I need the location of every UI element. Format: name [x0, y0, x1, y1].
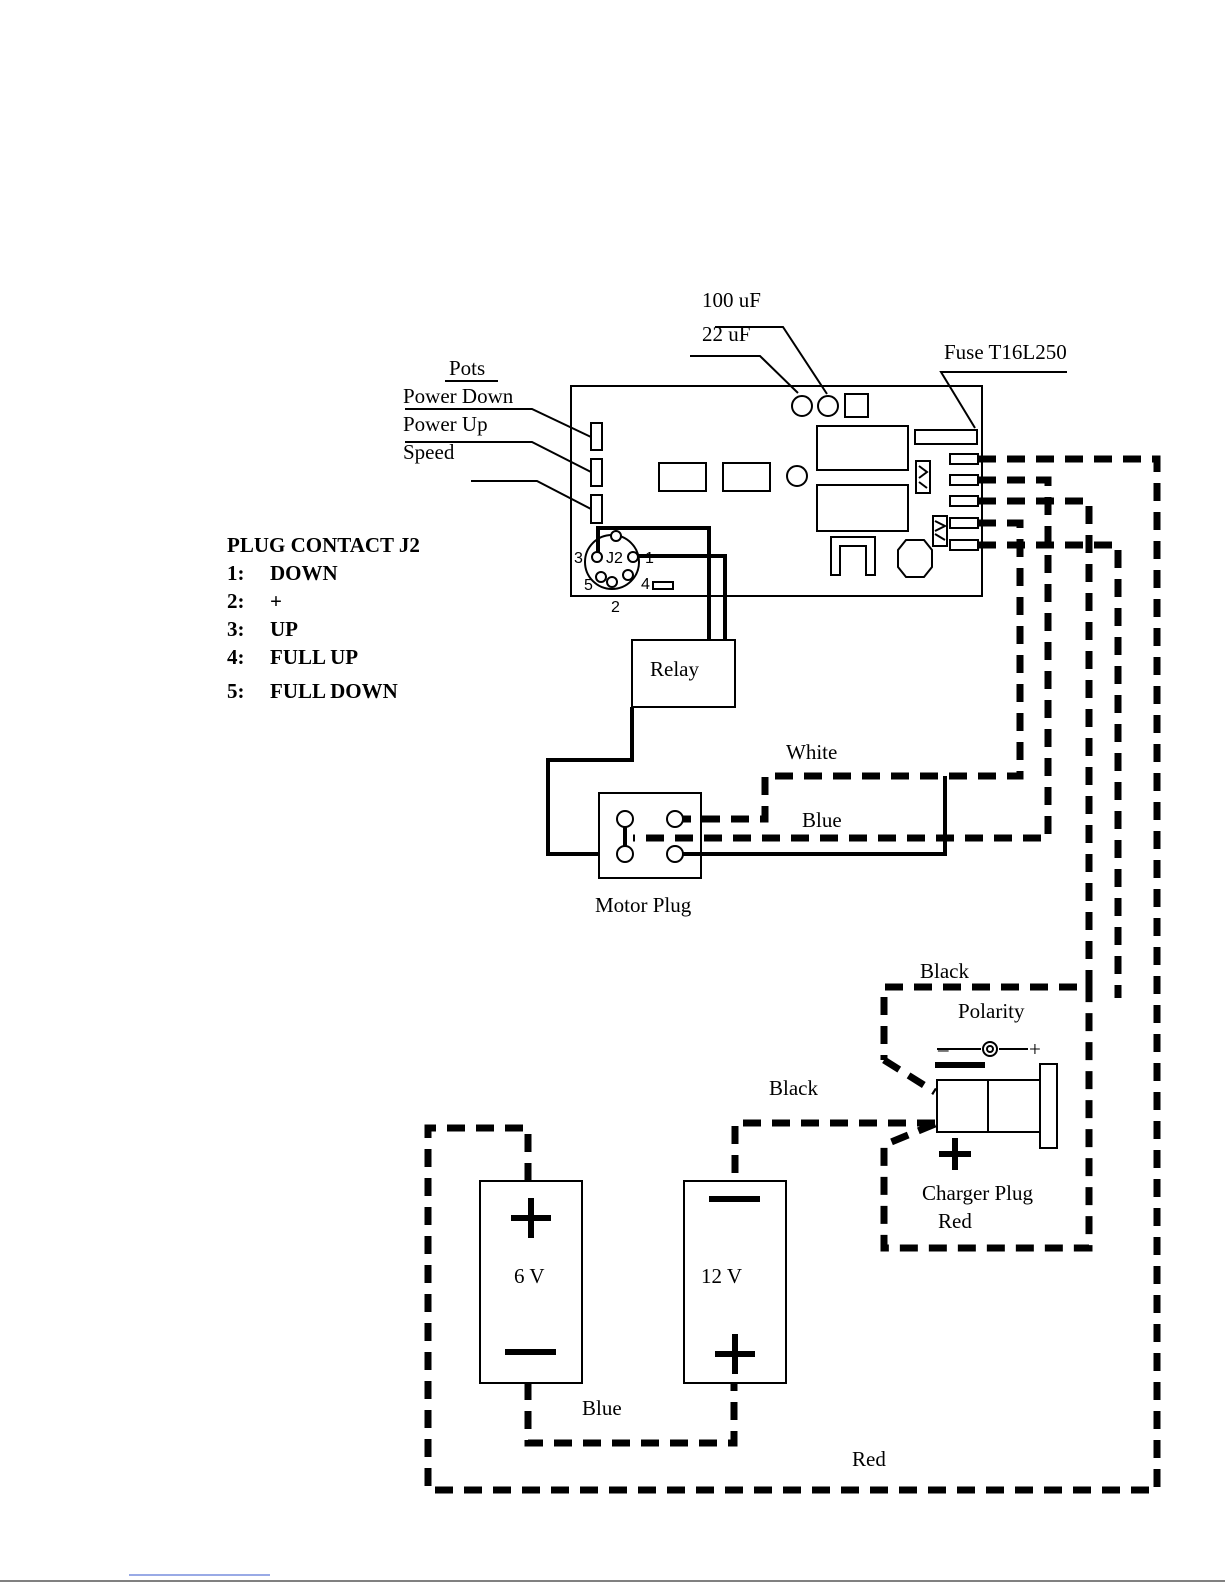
j2-pin-top — [611, 531, 621, 541]
plug-contact-num: 2: — [227, 589, 245, 613]
capacitor-22uf-label: 22 uF — [702, 322, 750, 346]
polarity-minus: – — [937, 1037, 949, 1061]
plug-contact-num: 1: — [227, 561, 245, 585]
board-diode — [916, 461, 930, 493]
board-component-square — [845, 394, 868, 417]
polarity-symbol: – + — [937, 1037, 1041, 1061]
motor-plug-pin — [667, 811, 683, 827]
plug-contact-num: 5: — [227, 679, 245, 703]
edge-terminal-3 — [950, 496, 978, 506]
board-relay-bottom — [817, 485, 908, 531]
plug-contact-label: + — [270, 589, 282, 613]
battery-12v-label: 12 V — [701, 1264, 742, 1288]
plug-contact-title: PLUG CONTACT J2 — [227, 533, 420, 557]
plug-contact-label: FULL UP — [270, 645, 358, 669]
pot-label-power-down: Power Down — [403, 384, 514, 408]
plug-contact-label: UP — [270, 617, 298, 641]
polarity-plus: + — [1029, 1037, 1041, 1061]
wire-label-black-mid: Black — [769, 1076, 818, 1100]
capacitor-22uf — [792, 396, 812, 416]
plug-contact-legend: PLUG CONTACT J2 1: DOWN 2: + 3: UP 4: FU… — [227, 533, 420, 703]
polarity-label: Polarity — [958, 999, 1025, 1023]
charger-red-label: Red — [938, 1209, 972, 1233]
wire-label-white: White — [786, 740, 837, 764]
edge-terminal-5 — [950, 540, 978, 550]
edge-terminal-1 — [950, 454, 978, 464]
plug-contact-num: 3: — [227, 617, 245, 641]
fuse — [915, 430, 977, 444]
board-component-right — [723, 463, 770, 491]
board-component-left — [659, 463, 706, 491]
pot-power-down — [591, 423, 602, 450]
wire-blue-batteries — [528, 1382, 734, 1443]
pot-label-power-up: Power Up — [403, 412, 488, 436]
j2-pin5-label: 5 — [584, 577, 593, 594]
charger-plug-label: Charger Plug — [922, 1181, 1034, 1205]
capacitor-100uf — [818, 396, 838, 416]
j2-pin-1 — [628, 552, 638, 562]
pot-label-speed: Speed — [403, 440, 455, 464]
motor-plug-pin — [667, 846, 683, 862]
edge-terminal-4 — [950, 518, 978, 528]
wire-label-black-top: Black — [920, 959, 969, 983]
charger-plus-sign — [939, 1138, 971, 1170]
wire-label-blue-bottom: Blue — [582, 1396, 622, 1420]
pot-power-up — [591, 459, 602, 486]
j2-pin4-label: 4 — [641, 576, 650, 593]
wire-black-charger-minus — [884, 1060, 935, 1092]
motor-plug-pin — [617, 846, 633, 862]
j2-pin-2 — [607, 577, 617, 587]
plug-contact-num: 4: — [227, 645, 245, 669]
battery-6v-label: 6 V — [514, 1264, 545, 1288]
board-octagon-component — [898, 540, 932, 577]
wire-black-12v — [735, 1123, 935, 1180]
j2-pin-3 — [592, 552, 602, 562]
j2-pin3-label: 3 — [574, 550, 583, 567]
board-relay-top — [817, 426, 908, 470]
pots-title: Pots — [449, 356, 485, 380]
plug-contact-label: DOWN — [270, 561, 338, 585]
edge-terminal-2 — [950, 475, 978, 485]
j2-pin1-label: 1 — [645, 550, 654, 567]
j2-pin-5 — [596, 572, 606, 582]
j2-small-part — [653, 582, 673, 589]
relay-label: Relay — [650, 657, 699, 681]
plug-contact-label: FULL DOWN — [270, 679, 398, 703]
fuse-label: Fuse T16L250 — [944, 340, 1067, 364]
motor-plug-label: Motor Plug — [595, 893, 692, 917]
j2-pin2-label: 2 — [611, 599, 620, 616]
board-component-round — [787, 466, 807, 486]
wire-label-red-bottom: Red — [852, 1447, 886, 1471]
pot-speed — [591, 495, 602, 523]
j2-pin-4 — [623, 570, 633, 580]
j2-label: J2 — [606, 550, 623, 567]
wire-label-blue-motor: Blue — [802, 808, 842, 832]
charger-plug-flange — [1040, 1064, 1057, 1148]
capacitor-100uf-label: 100 uF — [702, 288, 761, 312]
motor-plug-pin — [617, 811, 633, 827]
